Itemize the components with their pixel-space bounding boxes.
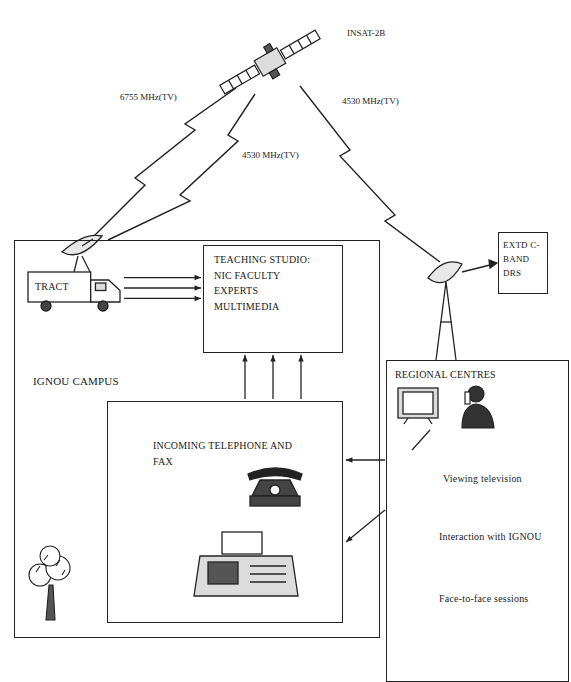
television-icon <box>398 388 438 424</box>
telephone-icon <box>248 468 302 506</box>
node-title: INCOMING TELEPHONE AND FAX <box>153 438 303 469</box>
arrow-head <box>298 355 303 361</box>
person-icon <box>462 386 494 428</box>
truck-node: TRACT <box>27 271 122 313</box>
flow-line <box>244 355 245 399</box>
flow-arrow <box>124 275 201 301</box>
arrow-head <box>270 355 275 361</box>
node-title: EXTD C-BAND DRS <box>503 239 545 281</box>
fax-icon <box>194 532 298 596</box>
frequency-label: 6755 MHz(TV) <box>118 92 179 103</box>
node-title: TEACHING STUDIO: NIC FACULTY EXPERTS MUL… <box>214 252 319 314</box>
frequency-label: 4530 MHz(TV) <box>340 96 401 107</box>
node-text: Viewing television <box>443 471 563 487</box>
pointer-line <box>412 430 430 450</box>
node-text: Face-to-face sessions <box>439 591 564 607</box>
downlink-zigzag <box>300 86 440 262</box>
arrow-head <box>346 457 352 462</box>
frequency-label: 4530 MHz(TV) <box>240 150 301 161</box>
node-title: TRACT <box>35 279 87 295</box>
campus-region: IGNOU CAMPUS TRACT TEACHING STUDIO: NIC FA… <box>14 240 380 638</box>
flow-line <box>300 355 301 399</box>
receiver-box: EXTD C-BAND DRS <box>498 232 548 294</box>
flow-line <box>124 287 201 288</box>
tree-icon <box>29 546 70 620</box>
downlink-zigzag <box>108 94 255 240</box>
node-text: Interaction with IGNOU <box>439 529 564 545</box>
node-title: IGNOU CAMPUS <box>33 373 183 390</box>
node-title: REGIONAL CENTRES <box>395 367 565 383</box>
flow-line <box>124 298 201 299</box>
regional-dish <box>428 260 497 360</box>
studio-box: TEACHING STUDIO: NIC FACULTY EXPERTS MUL… <box>203 245 343 353</box>
flow-line <box>124 277 201 278</box>
telephone-fax-box: INCOMING TELEPHONE AND FAX <box>107 401 343 623</box>
arrow-head <box>195 285 201 290</box>
arrow-head <box>346 536 353 542</box>
regional-centre-box: REGIONAL CENTRES Viewing televisionIntera… <box>386 360 569 682</box>
flow-line <box>272 355 273 399</box>
arrow-head <box>195 296 201 301</box>
satellite-name: INSAT-2B <box>345 28 387 39</box>
arrow-head <box>195 275 201 280</box>
flow-arrow <box>242 355 303 399</box>
arrow-head <box>242 355 247 361</box>
